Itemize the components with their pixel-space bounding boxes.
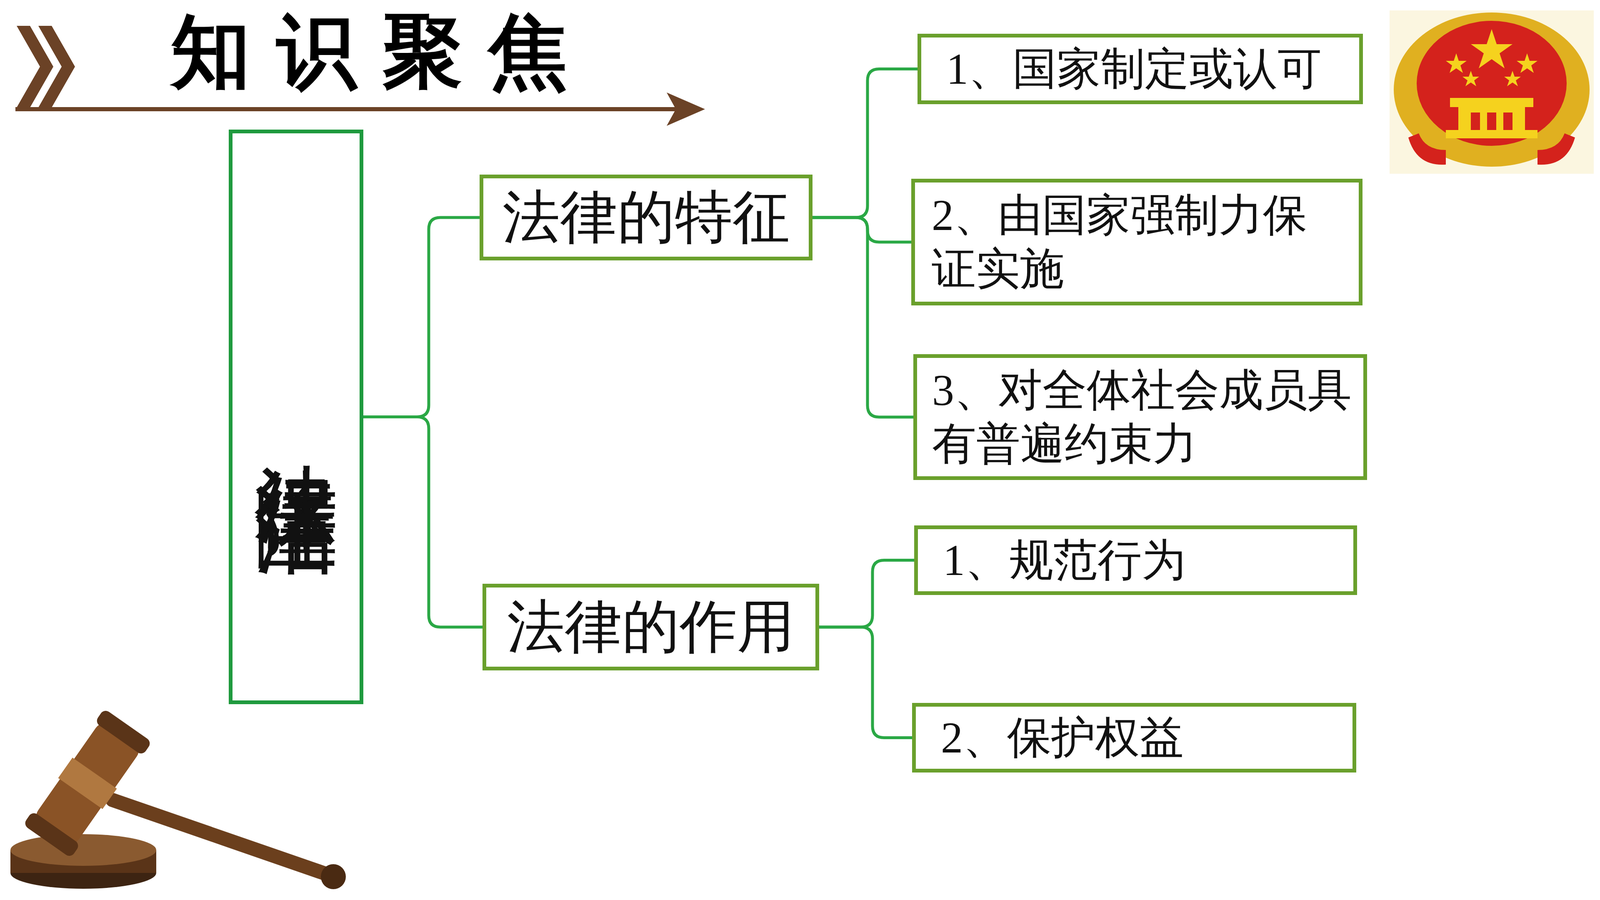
emblem-illustration: [1389, 10, 1594, 174]
bracket-connector: [812, 69, 918, 218]
bracket-connector: [363, 217, 480, 418]
box-label: 2、保护权益: [940, 710, 1184, 765]
box-label: 法律的作用: [507, 592, 795, 663]
title-arrow: [15, 92, 705, 126]
box-label: 1、规范行为: [942, 533, 1186, 588]
bracket-connector: [812, 217, 914, 418]
leaf-box: 1、规范行为: [914, 525, 1358, 595]
box-label: 2、由国家强制力保证实施: [931, 188, 1351, 297]
gavel-illustration: [10, 708, 346, 890]
leaf-box: 3、对全体社会成员具有普遍约束力: [913, 354, 1368, 480]
root-box: 法律保障生活: [228, 129, 364, 705]
bracket-connector: [819, 560, 915, 628]
leaf-box: 2、保护权益: [912, 702, 1357, 773]
branch-box: 法律的作用: [482, 583, 820, 671]
slide-title: 知识聚焦: [170, 7, 595, 96]
leaf-box: 1、国家制定或认可: [917, 33, 1363, 105]
box-label: 法律保障生活: [254, 397, 338, 438]
chevron-symbol: [16, 25, 75, 108]
bracket-connector: [812, 217, 912, 243]
branch-box: 法律的特征: [479, 174, 813, 261]
bracket-connector: [819, 627, 913, 738]
box-label: 3、对全体社会成员具有普遍约束力: [932, 363, 1355, 472]
leaf-box: 2、由国家强制力保证实施: [911, 178, 1363, 306]
bracket-connector: [363, 417, 483, 628]
box-label: 法律的特征: [502, 182, 790, 253]
box-label: 1、国家制定或认可: [946, 42, 1322, 96]
